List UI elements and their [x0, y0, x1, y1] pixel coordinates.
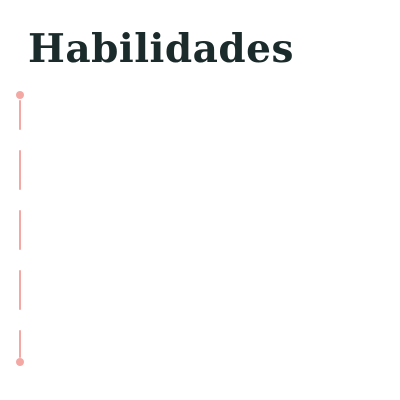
timeline-start-dot [16, 91, 24, 99]
timeline-decoration [14, 90, 26, 366]
timeline-dash [19, 270, 21, 310]
timeline-dash [19, 100, 21, 130]
section-title: Habilidades [28, 26, 294, 72]
timeline-end-dot [16, 358, 24, 366]
timeline-dash [19, 210, 21, 250]
timeline-dash [19, 150, 21, 190]
timeline-dash [19, 330, 21, 358]
